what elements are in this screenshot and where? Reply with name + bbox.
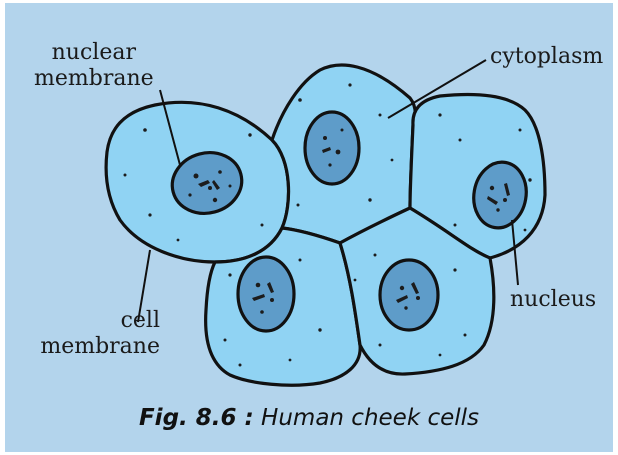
label-nuclear-membrane-line2: membrane (34, 66, 154, 92)
figure-number: Fig. 8.6 : (139, 405, 254, 431)
figure-title: Human cheek cells (261, 405, 479, 431)
label-cell-membrane-line2: membrane (10, 334, 160, 360)
label-cytoplasm: cytoplasm (490, 44, 603, 70)
label-cell-membrane: cell membrane (10, 308, 160, 360)
label-nucleus: nucleus (510, 287, 596, 313)
label-nuclear-membrane: nuclear membrane (34, 40, 154, 92)
label-nuclear-membrane-line1: nuclear (34, 40, 154, 66)
nucleus-bottom-right (380, 260, 438, 330)
figure-caption: Fig. 8.6 : Human cheek cells (0, 405, 618, 431)
label-cell-membrane-line1: cell (10, 308, 160, 334)
nucleus-top-middle (305, 112, 359, 184)
nucleus-bottom-left (238, 257, 294, 331)
